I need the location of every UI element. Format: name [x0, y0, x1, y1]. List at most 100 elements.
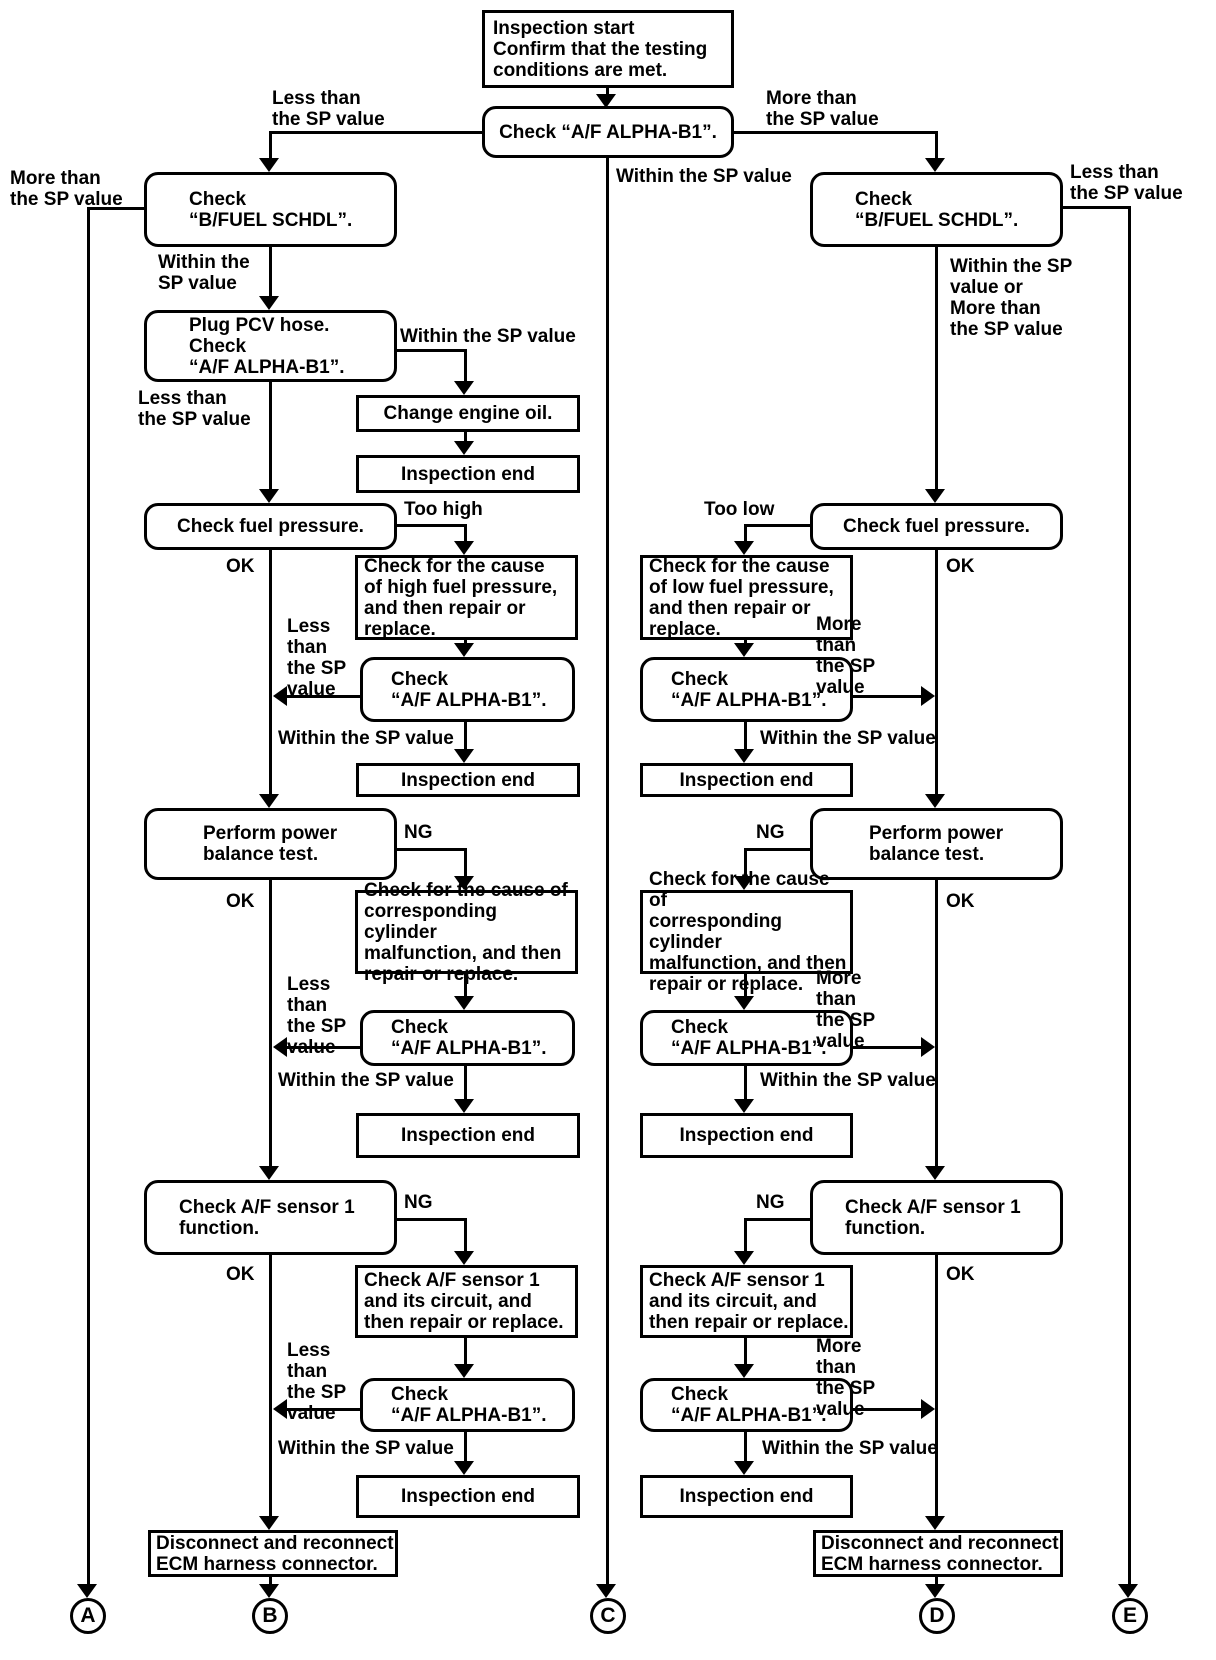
flow-line: [269, 550, 272, 795]
flow-line: [744, 974, 747, 997]
flow-line: [464, 974, 467, 997]
node-power-balance-right: Perform power balance test.: [810, 808, 1063, 880]
flow-line: [1061, 206, 1129, 209]
flow-line: [744, 1432, 747, 1462]
arrow-down-icon: [259, 1584, 279, 1598]
node-check-af-alpha-r3: Check “A/F ALPHA-B1”.: [640, 1010, 853, 1066]
arrow-down-icon: [734, 876, 754, 890]
node-inspection-end-2r: Inspection end: [640, 763, 853, 797]
edge-label-less-than-pcv: Less than the SP value: [138, 388, 251, 430]
connector-b: B: [252, 1598, 288, 1634]
edge-label-more-than-2r: More than the SP value: [816, 614, 876, 698]
flow-line: [397, 349, 466, 352]
arrow-down-icon: [734, 1251, 754, 1265]
edge-label-within-3r: Within the SP value: [760, 1070, 936, 1091]
edge-label-less-than-4l: Less than the SP value: [287, 1340, 347, 1424]
arrow-down-icon: [734, 996, 754, 1010]
arrow-down-icon: [454, 996, 474, 1010]
flow-line: [935, 1577, 938, 1586]
arrow-down-icon: [925, 489, 945, 503]
node-fuel-pressure-left: Check fuel pressure.: [144, 503, 397, 550]
edge-label-within-2r: Within the SP value: [760, 728, 936, 749]
arrow-down-icon: [454, 749, 474, 763]
arrow-left-icon: [273, 1037, 287, 1057]
flow-line: [269, 1577, 272, 1586]
edge-label-too-high: Too high: [404, 499, 483, 520]
node-disconnect-ecm-right: Disconnect and reconnect ECM harness con…: [813, 1530, 1063, 1577]
node-check-af-alpha-l4: Check “A/F ALPHA-B1”.: [360, 1378, 575, 1432]
node-plug-pcv: Plug PCV hose. Check “A/F ALPHA-B1”.: [144, 310, 397, 382]
node-fuel-pressure-right: Check fuel pressure.: [810, 503, 1063, 550]
flow-line: [269, 1255, 272, 1517]
flow-line: [269, 382, 272, 490]
arrow-down-icon: [734, 1099, 754, 1113]
arrow-down-icon: [259, 794, 279, 808]
node-check-af-alpha-r2: Check “A/F ALPHA-B1”.: [640, 657, 853, 722]
flow-line: [744, 1218, 747, 1252]
flow-line: [464, 524, 467, 542]
flow-line: [746, 524, 812, 527]
edge-label-ng-2r: NG: [756, 1192, 785, 1213]
flow-line: [1128, 206, 1131, 1584]
flow-line: [744, 722, 747, 750]
connector-d: D: [919, 1598, 955, 1634]
flow-line: [464, 722, 467, 750]
edge-label-ok-3r: OK: [946, 1264, 975, 1285]
flow-line: [397, 524, 465, 527]
flow-line: [270, 131, 482, 134]
arrow-down-icon: [454, 1461, 474, 1475]
node-cause-high-pressure: Check for the cause of high fuel pressur…: [355, 555, 578, 640]
node-change-oil: Change engine oil.: [356, 395, 580, 432]
node-inspection-end-3l: Inspection end: [356, 1113, 580, 1158]
arrow-down-icon: [1118, 1584, 1138, 1598]
node-inspection-end-3r: Inspection end: [640, 1113, 853, 1158]
edge-label-more-than-far-left: More than the SP value: [10, 168, 123, 210]
flow-line: [87, 207, 90, 1584]
node-inspection-end-4r: Inspection end: [640, 1475, 853, 1518]
flow-line: [464, 848, 467, 877]
arrow-down-icon: [454, 876, 474, 890]
edge-label-within-center: Within the SP value: [616, 166, 792, 187]
arrow-down-icon: [454, 541, 474, 555]
node-check-af-alpha-l3: Check “A/F ALPHA-B1”.: [360, 1010, 575, 1066]
node-check-bfuel-right: Check “B/FUEL SCHDL”.: [810, 172, 1063, 247]
edge-label-ok-2l: OK: [226, 891, 255, 912]
arrow-down-icon: [77, 1584, 97, 1598]
connector-a: A: [70, 1598, 106, 1634]
edge-label-less-than-2l: Less than the SP value: [287, 616, 347, 700]
node-power-balance-left: Perform power balance test.: [144, 808, 397, 880]
node-inspection-end-1: Inspection end: [356, 455, 580, 493]
flow-line: [853, 1408, 923, 1411]
node-cause-low-pressure: Check for the cause of low fuel pressure…: [640, 555, 853, 640]
arrow-down-icon: [454, 643, 474, 657]
arrow-down-icon: [259, 1516, 279, 1530]
node-check-af-alpha-main: Check “A/F ALPHA-B1”.: [482, 106, 734, 158]
arrow-down-icon: [596, 94, 616, 108]
arrow-right-icon: [921, 1399, 935, 1419]
flow-line: [744, 1338, 747, 1365]
flow-line: [464, 349, 467, 382]
arrow-down-icon: [734, 1461, 754, 1475]
arrow-down-icon: [259, 296, 279, 310]
arrow-down-icon: [925, 158, 945, 172]
arrow-down-icon: [259, 158, 279, 172]
edge-label-less-than-far-right: Less than the SP value: [1070, 162, 1183, 204]
arrow-down-icon: [454, 1251, 474, 1265]
edge-label-within-4l: Within the SP value: [278, 1438, 454, 1459]
node-inspection-start: Inspection start Confirm that the testin…: [482, 10, 734, 88]
arrow-down-icon: [734, 643, 754, 657]
flow-line: [734, 131, 938, 134]
arrow-right-icon: [921, 1037, 935, 1057]
node-sensor-circuit-right: Check A/F sensor 1 and its circuit, and …: [640, 1265, 853, 1338]
arrow-right-icon: [921, 686, 935, 706]
edge-label-ng-1r: NG: [756, 822, 785, 843]
edge-label-ok-1l: OK: [226, 556, 255, 577]
flow-line: [744, 524, 747, 542]
arrow-down-icon: [454, 441, 474, 455]
flow-line: [464, 1066, 467, 1100]
arrow-left-icon: [273, 686, 287, 706]
node-check-bfuel-left: Check “B/FUEL SCHDL”.: [144, 172, 397, 247]
edge-label-within-pcv: Within the SP value: [400, 326, 576, 347]
flow-line: [853, 1046, 923, 1049]
edge-label-ok-2r: OK: [946, 891, 975, 912]
